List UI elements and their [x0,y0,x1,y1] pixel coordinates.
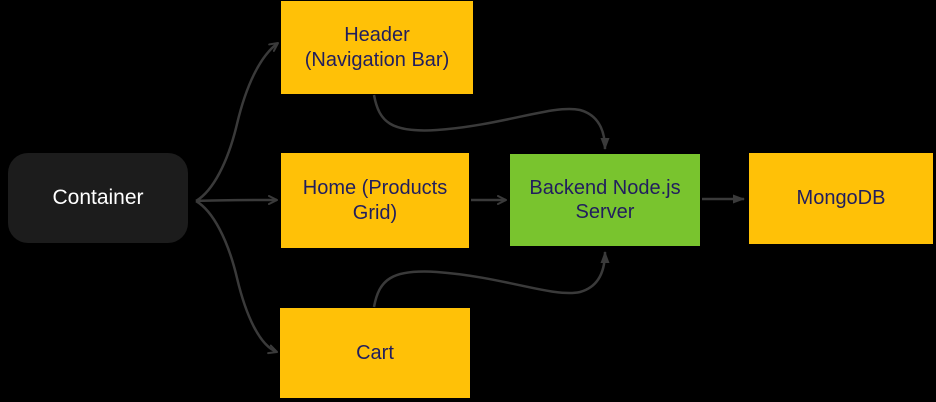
node-container: Container [8,153,188,243]
node-container-label: Container [52,186,144,210]
node-backend-label: Backend Node.js Server [529,176,681,223]
edge-container-header [195,41,279,203]
node-backend: Backend Node.js Server [510,154,700,246]
node-header-label: Header (Navigation Bar) [304,24,450,71]
node-home-label: Home (Products Grid) [302,177,448,224]
node-cart-label: Cart [356,341,394,364]
node-mongodb: MongoDB [749,153,933,244]
node-home: Home (Products Grid) [281,153,469,248]
node-cart: Cart [280,308,470,398]
node-header: Header (Navigation Bar) [281,1,473,94]
edge-header-backend [372,94,610,150]
edge-cart-backend [372,251,610,308]
edge-container-home [195,195,278,206]
node-mongodb-label: MongoDB [796,187,886,210]
edge-container-cart [195,199,278,355]
